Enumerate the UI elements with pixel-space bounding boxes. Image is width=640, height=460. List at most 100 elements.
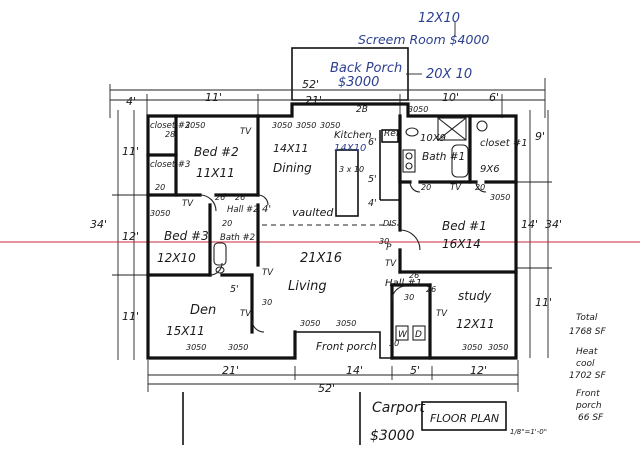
door-swing — [199, 194, 217, 212]
pantry-label: P — [386, 243, 392, 253]
closet3-label: closet #3 — [150, 160, 190, 170]
door-swing — [391, 285, 407, 301]
door-swing — [475, 181, 487, 193]
island-dimension: 3 x 10 — [339, 165, 364, 174]
dim-bottom-21: 21' — [222, 364, 239, 377]
floor-plan-title: FLOOR PLAN — [430, 412, 499, 425]
front-label: Front — [576, 389, 600, 399]
kitchen-label: Kitchen — [334, 130, 372, 141]
den-size: 15X11 — [166, 324, 205, 338]
bed2-label: Bed #2 — [194, 145, 239, 159]
door-width: 26 — [235, 193, 245, 202]
bath1-label: Bath #1 — [422, 151, 465, 163]
door-width: 30 — [379, 237, 389, 246]
dim-top-6: 6' — [489, 91, 499, 104]
dim-left-11b: 11' — [122, 310, 139, 323]
dim-top-52: 52' — [302, 78, 319, 91]
dim-bottom-5: 5' — [410, 364, 420, 377]
door-width: 20 — [421, 183, 431, 192]
bed3-label: Bed #3 — [164, 229, 209, 243]
window-label: 3050 — [488, 343, 508, 352]
tv-label: TV — [182, 199, 194, 209]
carport-price: $3000 — [370, 428, 415, 444]
total-label: Total — [576, 313, 598, 323]
dim-left-34: 34' — [90, 218, 107, 231]
dryer-icon — [412, 325, 426, 341]
bed2-size: 11X11 — [196, 166, 235, 180]
dining-size: 14X11 — [273, 142, 309, 155]
bed1-size: 16X14 — [442, 237, 481, 251]
door-width: 20 — [222, 219, 232, 228]
window-label: 3050 — [296, 121, 316, 130]
bath2-label: Bath #2 — [220, 233, 255, 243]
dim-interior-5: 5' — [368, 174, 377, 185]
den-label: Den — [190, 303, 216, 318]
vaulted-label: vaulted — [292, 206, 334, 219]
front-porch-label: Front porch — [316, 341, 377, 353]
dryer-label: D — [415, 330, 422, 340]
exterior-walls — [146, 102, 518, 360]
door-width: 2B — [356, 105, 368, 115]
porch-sf: 66 SF — [578, 413, 604, 423]
heat-label: Heat — [576, 347, 598, 357]
ref-label: Ref — [384, 129, 401, 139]
screen-room-size: 12X10 — [418, 11, 460, 26]
bath1-size: 10X9 — [420, 133, 446, 144]
tv-label: TV — [450, 183, 462, 193]
tv-label: TV — [385, 259, 397, 269]
closet1-size: 9X6 — [480, 164, 500, 175]
door-width: 28 — [165, 130, 175, 139]
door-width: 30 — [262, 298, 272, 307]
kitchen-island — [335, 149, 359, 217]
dining-label: Dining — [273, 161, 312, 175]
living-size: 21X16 — [300, 251, 342, 266]
window-label: 3050 — [186, 343, 206, 352]
dim-top-10: 10' — [442, 91, 459, 104]
dim-left-12: 12' — [122, 230, 139, 243]
toilet-icon — [405, 127, 419, 137]
dim-bottom-14: 14' — [346, 364, 363, 377]
dim-interior-5b: 5' — [230, 284, 239, 295]
door-swing — [399, 229, 421, 251]
water-heater-icon — [476, 120, 488, 132]
dim-top-11: 11' — [205, 91, 222, 104]
window-label: 3050 — [336, 319, 356, 328]
total-sf: 1768 SF — [569, 327, 606, 337]
closet1-label: closet #1 — [480, 138, 528, 149]
dim-right-14: 14' — [521, 218, 538, 231]
dim-left-11: 11' — [122, 145, 139, 158]
door-swing — [409, 181, 421, 193]
back-porch-price: $3000 — [338, 75, 379, 90]
window-label: 3050 — [320, 121, 340, 130]
living-label: Living — [288, 279, 327, 294]
window-label: 3050 — [272, 121, 292, 130]
bath2-toilet-icon — [215, 266, 225, 274]
door-swing — [209, 262, 223, 276]
window-label: 3050 — [150, 209, 170, 218]
front-porch-outline — [295, 331, 392, 359]
window-label: 3050 — [462, 343, 482, 352]
window-label: 3050 — [408, 105, 428, 114]
door-width: 26 — [426, 285, 436, 294]
screen-room-price: Screem Room $4000 — [358, 32, 489, 47]
tv-label: TV — [436, 309, 448, 319]
dim-interior-6: 6' — [368, 137, 377, 148]
window-label: 3050 — [185, 121, 205, 130]
door-width: 20 — [155, 183, 165, 192]
dim-interior-4b: 4' — [368, 198, 377, 209]
carport-label: Carport — [372, 400, 425, 416]
door-width: 30 — [389, 339, 399, 348]
hall2-label: Hall #2 — [227, 205, 259, 215]
washer-label: W — [398, 330, 408, 340]
window-label: 3050 — [490, 193, 510, 202]
bed1-label: Bed #1 — [442, 219, 487, 233]
study-label: study — [458, 289, 492, 303]
window-label: 3050 — [300, 319, 320, 328]
scale-label: 1/8"=1'-0" — [510, 428, 547, 436]
door-swing — [257, 194, 269, 206]
back-porch-title: Back Porch — [330, 61, 402, 76]
tv-label: TV — [262, 268, 274, 278]
study-size: 12X11 — [456, 317, 495, 331]
dim-bottom-12: 12' — [470, 364, 487, 377]
porch-label: porch — [575, 401, 602, 411]
